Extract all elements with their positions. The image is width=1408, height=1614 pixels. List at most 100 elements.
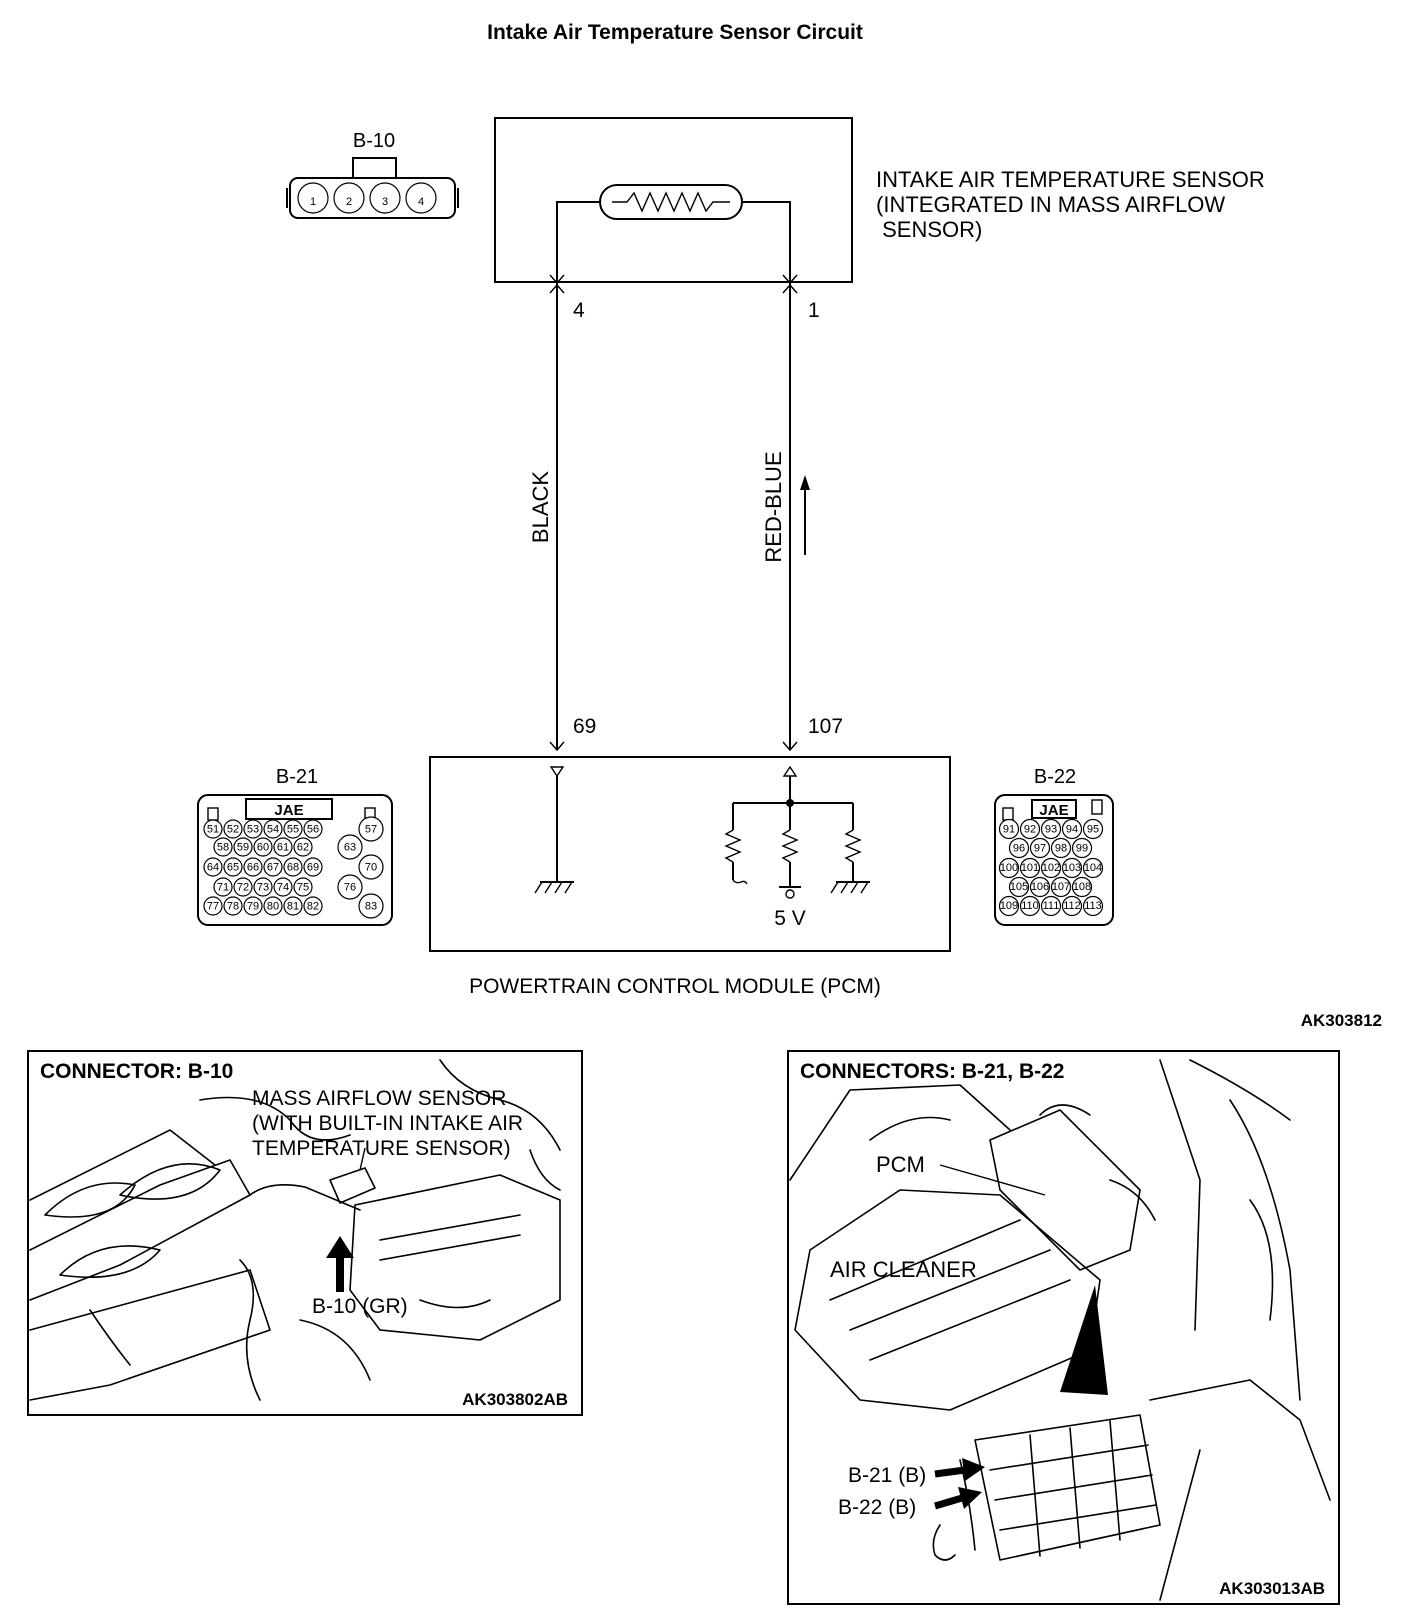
- b21-pin: 65: [227, 862, 239, 874]
- figure-id-top: AK303812: [1301, 1011, 1382, 1030]
- right-panel-callout-b22: B-22 (B): [838, 1496, 916, 1519]
- b21-pin-circle: [358, 816, 384, 842]
- b21-pin: 62: [297, 842, 309, 854]
- b22-pin: 96: [1013, 843, 1025, 855]
- connectors-b21-b22-location-panel: [787, 1050, 1340, 1605]
- b21-pin: 68: [287, 862, 299, 874]
- b21-pin-circle: [293, 877, 313, 897]
- b22-pin-circle: [1082, 818, 1104, 840]
- b21-pin: 78: [227, 901, 239, 913]
- b21-pin: 73: [257, 882, 269, 894]
- b22-pin: 111: [1043, 900, 1060, 912]
- b21-pin-circle: [273, 837, 293, 857]
- right-panel-figure-id: AK303013AB: [1219, 1579, 1325, 1598]
- connector-b22-name: B-22: [1034, 766, 1076, 788]
- connector-b22-maker: JAE: [1039, 802, 1068, 819]
- b21-pin: 63: [344, 842, 356, 854]
- b21-pin-circle: [203, 896, 223, 916]
- b21-pin-circle: [263, 857, 283, 877]
- left-panel-label-line-2: (WITH BUILT-IN INTAKE AIR: [252, 1112, 523, 1135]
- b22-pin-circle: [1071, 876, 1093, 898]
- connector-b21-maker: JAE: [274, 802, 303, 819]
- b21-pin: 82: [307, 901, 319, 913]
- b21-pin: 60: [257, 842, 269, 854]
- b22-pin-circle: [1029, 876, 1051, 898]
- b21-pin: 74: [277, 882, 289, 894]
- left-panel-title: CONNECTOR: B-10: [40, 1060, 233, 1083]
- b21-pin-circle: [203, 819, 223, 839]
- b21-pin-circle: [273, 877, 293, 897]
- b22-pin-circle: [1040, 857, 1062, 879]
- b21-pin: 57: [365, 824, 377, 836]
- b21-pin-circle: [303, 857, 323, 877]
- sensor-label-line-3: SENSOR): [876, 217, 982, 242]
- b22-pin-circle: [1071, 837, 1093, 859]
- b21-pin: 52: [227, 824, 239, 836]
- b21-pin-circle: [358, 893, 384, 919]
- b10-pin-circle: [297, 182, 329, 214]
- b22-pin: 98: [1055, 843, 1067, 855]
- b22-pin-circle: [1061, 857, 1083, 879]
- b22-pin: 106: [1031, 881, 1049, 893]
- b22-pin-circle: [1008, 876, 1030, 898]
- b22-pin-circle: [1029, 837, 1051, 859]
- b22-pin: 110: [1021, 900, 1039, 912]
- thermistor-zigzag: [612, 191, 730, 213]
- b22-pin: 108: [1073, 881, 1091, 893]
- b21-pin-circle: [223, 896, 243, 916]
- pcm-pin-107: 107: [808, 715, 843, 738]
- b21-pin-circle: [203, 857, 223, 877]
- b21-pin: 53: [247, 824, 259, 836]
- b21-pin-circle: [223, 857, 243, 877]
- left-panel-callout: B-10 (GR): [312, 1295, 408, 1318]
- right-panel-title: CONNECTORS: B-21, B-22: [800, 1060, 1065, 1083]
- b22-pin: 95: [1087, 824, 1099, 836]
- b21-pin-circle: [213, 837, 233, 857]
- b21-pin: 51: [207, 824, 219, 836]
- b21-callout-arrow-icon: [962, 1458, 985, 1481]
- b21-pin: 54: [267, 824, 279, 836]
- b21-pin: 67: [267, 862, 279, 874]
- b22-pin: 112: [1063, 900, 1081, 912]
- pcm-and-air-cleaner-illustration: [789, 1059, 1331, 1601]
- b21-pin-circle: [337, 874, 363, 900]
- wire-color-red-blue: RED-BLUE: [761, 451, 786, 562]
- b22-pin: 101: [1021, 862, 1039, 874]
- b21-pin-circle: [337, 834, 363, 860]
- b22-pin: 94: [1066, 824, 1078, 836]
- connector-b10-name: B-10: [353, 130, 395, 152]
- b21-pin-circle: [253, 877, 273, 897]
- b22-pin: 92: [1024, 824, 1036, 836]
- pcm-box: [429, 756, 951, 952]
- sensor-label-line-1: INTAKE AIR TEMPERATURE SENSOR: [876, 167, 1265, 192]
- b21-pin-circle: [303, 819, 323, 839]
- sensor-pin-1: 1: [808, 299, 820, 322]
- right-panel-pcm-label: PCM: [876, 1152, 925, 1177]
- b21-pin: 55: [287, 824, 299, 836]
- pcm-pin-69: 69: [573, 715, 596, 738]
- b21-pin: 75: [297, 882, 309, 894]
- b22-pin-circle: [1050, 837, 1072, 859]
- b21-pin: 80: [267, 901, 279, 913]
- b21-pin: 56: [307, 824, 319, 836]
- b21-pin-circle: [233, 877, 253, 897]
- b22-pin-circle: [1040, 895, 1062, 917]
- b21-pin-circle: [263, 896, 283, 916]
- connector-b10-location-panel: [27, 1050, 583, 1416]
- left-panel-label-line-3: TEMPERATURE SENSOR): [252, 1137, 511, 1160]
- current-direction-arrow-icon: [800, 475, 810, 490]
- b10-pin: 4: [418, 196, 424, 208]
- b22-pin-circle: [1019, 857, 1041, 879]
- b21-pin: 70: [365, 862, 377, 874]
- b21-pin-circle: [283, 819, 303, 839]
- b21-pin: 79: [247, 901, 259, 913]
- b22-pin: 105: [1010, 881, 1028, 893]
- b21-pin: 59: [237, 842, 249, 854]
- b22-pin-circle: [1019, 818, 1041, 840]
- b22-pin: 99: [1076, 843, 1088, 855]
- b21-pin: 81: [287, 901, 299, 913]
- b22-pin-circle: [1040, 818, 1062, 840]
- b22-pin-circle: [998, 895, 1020, 917]
